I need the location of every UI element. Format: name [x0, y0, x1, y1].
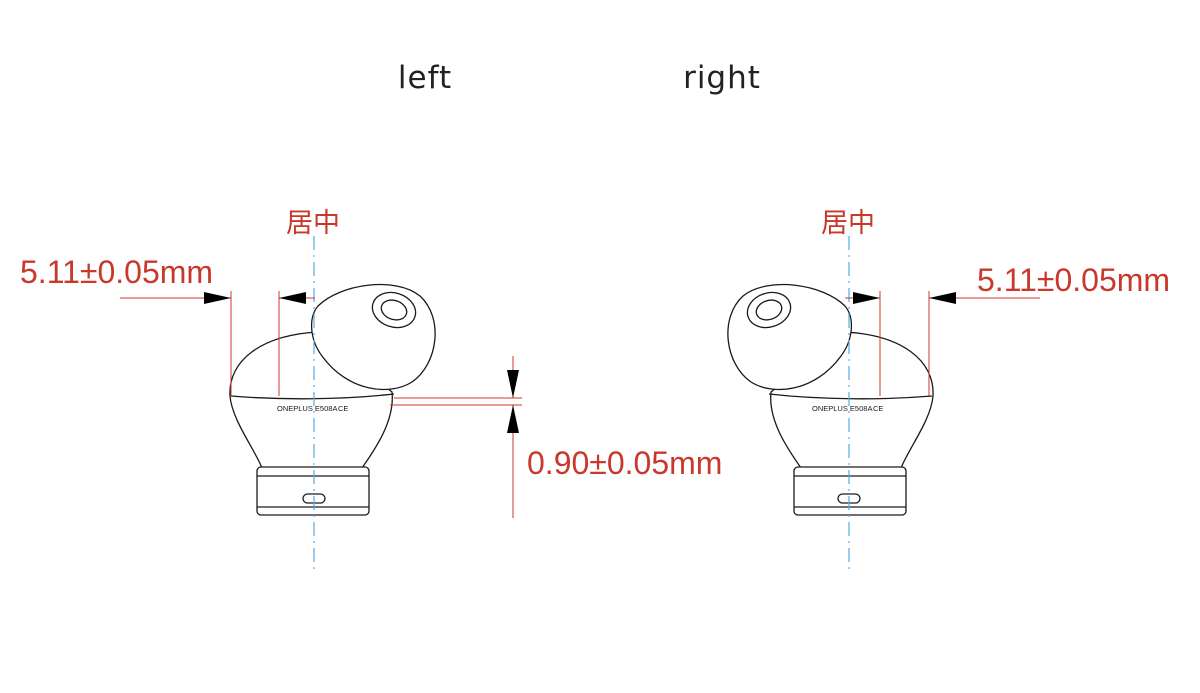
left-ce-mark: CE [338, 404, 348, 413]
left-height-dimension: 0.90±0.05mm [390, 356, 722, 518]
right-center-label: 居中 [821, 208, 875, 239]
left-view-title: left [398, 60, 452, 96]
left-earbud-view: ONEPLUS E508A CE 居中 5.11±0.05mm 0.90±0.0… [20, 208, 722, 570]
right-width-dimension: 5.11±0.05mm [845, 262, 1170, 396]
left-center-label: 居中 [286, 208, 340, 239]
right-earbud-view: ONEPLUS E508A CE 居中 5.11±0.05mm [727, 208, 1170, 570]
right-view-title: right [683, 60, 761, 96]
right-charging-base [793, 466, 907, 516]
left-width-dimension: 5.11±0.05mm [20, 254, 315, 396]
right-ce-mark: CE [873, 404, 883, 413]
right-model-print: ONEPLUS E508A [812, 404, 872, 413]
left-model-print: ONEPLUS E508A [277, 404, 337, 413]
left-width-value: 5.11±0.05mm [20, 254, 213, 290]
right-width-value: 5.11±0.05mm [977, 262, 1170, 298]
left-height-value: 0.90±0.05mm [527, 445, 722, 481]
left-charging-base [256, 466, 370, 516]
